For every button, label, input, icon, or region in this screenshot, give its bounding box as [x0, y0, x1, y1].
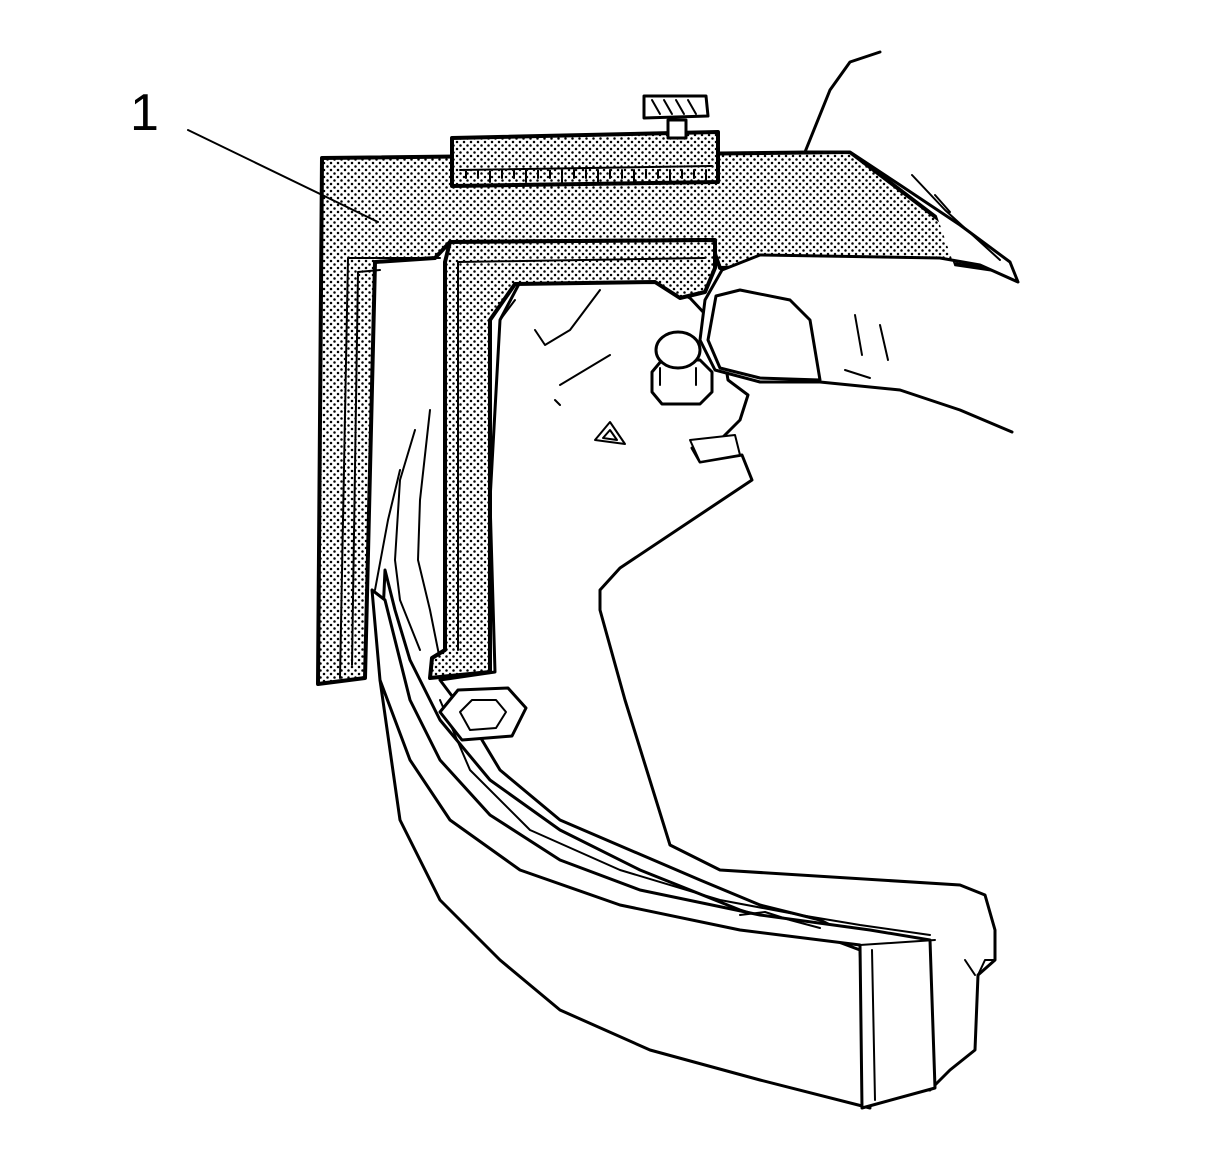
gauge-thumb-screw — [642, 94, 710, 140]
shoe-gauge — [316, 94, 1010, 686]
shoe-end-tab — [964, 959, 996, 976]
jaw-inner-line — [457, 257, 706, 651]
shoe-web — [438, 280, 997, 1092]
callout-label: 1 — [130, 84, 159, 142]
web-hole-inner — [602, 429, 618, 441]
thumb-crease — [844, 314, 889, 379]
finger-line — [911, 174, 1001, 261]
lining-step — [739, 911, 821, 929]
web-edge-line — [554, 354, 611, 406]
flange-edge-line — [417, 409, 441, 661]
thumb-nail — [706, 288, 822, 382]
gauge-scale-ticks — [459, 165, 713, 183]
technician-hand — [698, 50, 1020, 434]
table-inner-curve — [439, 699, 931, 936]
gauge-scale-bar — [450, 130, 720, 188]
brake-shoe — [370, 280, 997, 1110]
web-rib — [499, 289, 601, 346]
hex-nut — [438, 686, 528, 742]
flange-inner-line — [374, 429, 421, 651]
gauge-leg-inner-frame — [339, 257, 441, 679]
shoe-notch — [689, 434, 741, 463]
lining-end-face — [859, 939, 936, 1109]
hold-down-pin — [650, 330, 714, 406]
gauge-leg-inner-frame-2 — [351, 269, 381, 666]
callout-leader-line — [187, 129, 379, 223]
callout-1: 1 — [130, 84, 379, 223]
